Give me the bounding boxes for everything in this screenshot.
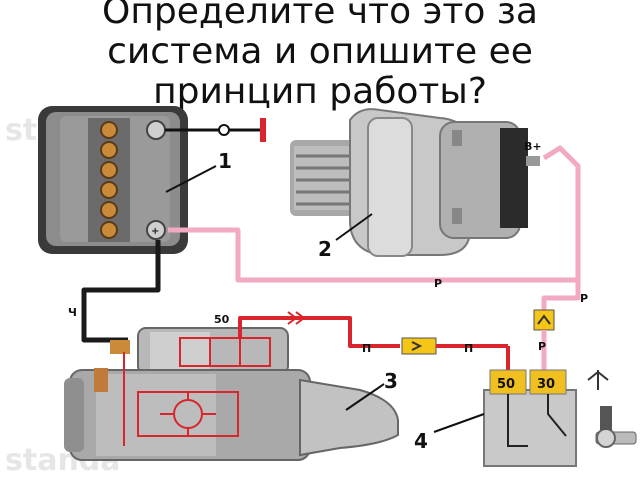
starter-relay	[483, 369, 577, 467]
terminal-b-plus: В+	[524, 140, 542, 153]
ignition-key-icon	[595, 406, 637, 448]
fuse-relay	[533, 309, 555, 331]
black-wire-starter	[81, 240, 161, 343]
label-battery: 1	[218, 149, 232, 173]
question-title: Определите что это за система и опишите …	[0, 0, 640, 112]
battery-cell-caps	[100, 121, 118, 239]
red-wire-50	[238, 316, 400, 348]
battery: +	[38, 106, 188, 254]
ground-connection	[165, 118, 266, 142]
title-line-2: система и опишите ее	[107, 31, 533, 72]
generator	[290, 108, 540, 257]
wire-label-p-1: Р	[434, 277, 442, 290]
ground-icon	[587, 370, 609, 390]
relay-terminal-50: 50	[497, 377, 515, 392]
label-relay: 4	[414, 429, 428, 453]
label-starter: 3	[384, 369, 398, 393]
wire-label-ch: Ч	[68, 306, 77, 319]
wire-label-p-2: Р	[580, 292, 588, 305]
starter-internal-circuit	[123, 337, 271, 446]
positive-terminal	[146, 220, 166, 240]
svg-text:+: +	[151, 226, 159, 237]
label-generator: 2	[318, 237, 332, 261]
starter	[64, 327, 399, 461]
pink-wire-relay	[541, 280, 581, 310]
wire-label-p-orange-1: П	[362, 342, 371, 355]
wire-label-p-3: Р	[538, 340, 546, 353]
title-line-1: Определите что это за	[102, 0, 538, 32]
relay-terminal-30: 30	[537, 377, 555, 392]
wire-label-p-orange-2: П	[464, 342, 473, 355]
title-line-3: принцип работы?	[153, 71, 487, 112]
terminal-50-starter: 50	[214, 313, 230, 326]
negative-terminal	[146, 120, 166, 140]
